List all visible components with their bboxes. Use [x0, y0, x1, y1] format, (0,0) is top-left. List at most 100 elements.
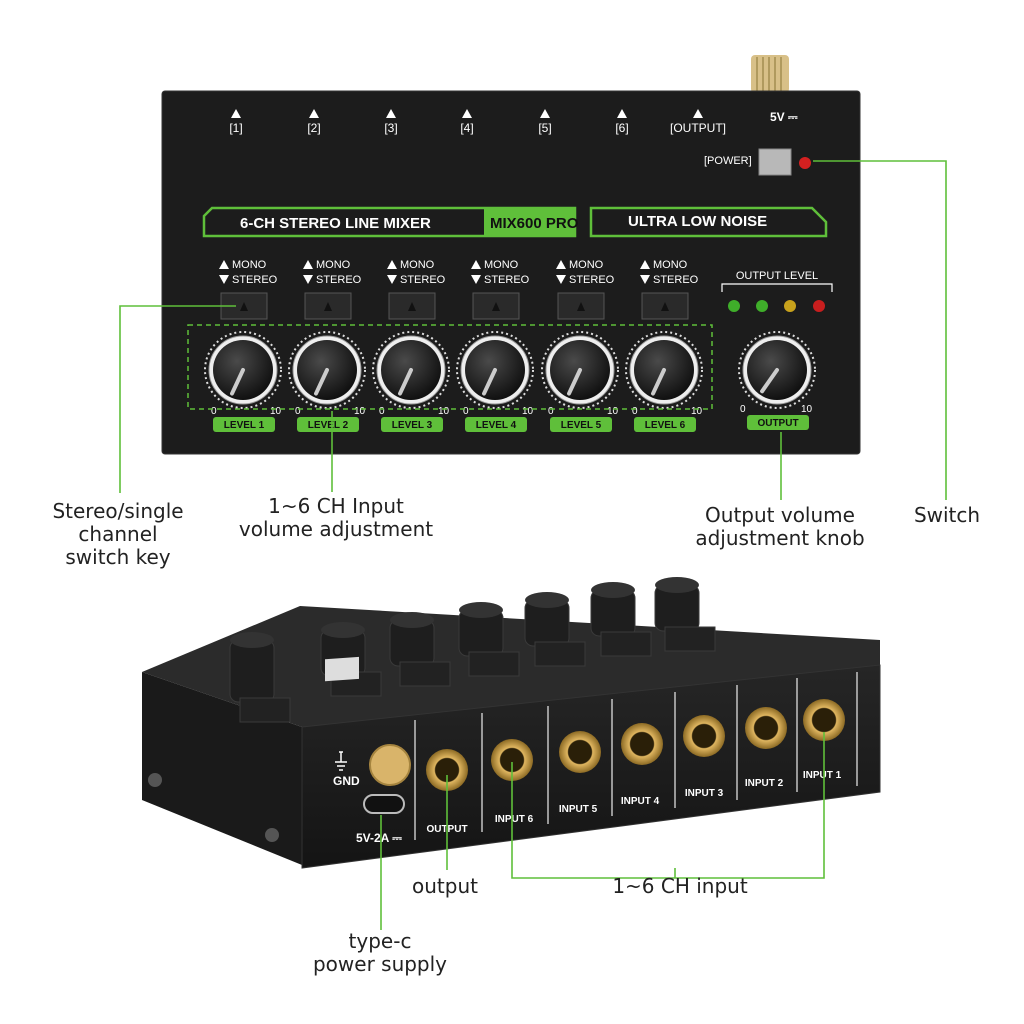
callout-output: output: [412, 874, 478, 898]
gnd-label: GND: [333, 774, 360, 788]
callout-switch: Switch: [913, 503, 981, 527]
jack-label: INPUT 4: [621, 796, 660, 807]
callout-output-volume: Output volume adjustment knob: [695, 503, 865, 550]
scale-max: 10: [691, 406, 703, 417]
audio-jack[interactable]: [621, 723, 663, 765]
down-arrow-icon: [471, 275, 481, 284]
audio-jack[interactable]: [491, 739, 533, 781]
channel-label-badge: [381, 417, 443, 432]
scale-max: 10: [270, 406, 282, 417]
stereo-label: STEREO: [316, 274, 362, 286]
scale-min: 0: [548, 406, 554, 417]
knob-pointer: [398, 368, 413, 396]
port-arrow-icon: [540, 109, 550, 118]
level-led: [756, 300, 768, 312]
jack-label: INPUT 3: [685, 788, 724, 799]
up-arrow-icon: [471, 260, 481, 269]
up-arrow-icon: [303, 260, 313, 269]
stereo-label: STEREO: [569, 274, 615, 286]
channel-label: LEVEL 5: [561, 420, 602, 431]
stereo-label: STEREO: [653, 274, 699, 286]
port-label: [2]: [307, 121, 320, 135]
audio-jack[interactable]: [745, 707, 787, 749]
port-label: [3]: [384, 121, 397, 135]
scale-max: 10: [438, 406, 450, 417]
audio-jack[interactable]: [426, 749, 468, 791]
knob-pointer: [651, 368, 666, 396]
type-c-port[interactable]: [363, 794, 405, 814]
knob-pointer: [760, 368, 779, 394]
power-led: [799, 157, 811, 169]
stereo-label: STEREO: [232, 274, 278, 286]
port-arrow-icon: [231, 109, 241, 118]
knob-pointer: [230, 368, 245, 396]
stereo-label: STEREO: [484, 274, 530, 286]
stereo-label: STEREO: [400, 274, 446, 286]
output-scale-min: 0: [740, 404, 746, 415]
top-knob[interactable]: [229, 639, 275, 703]
channel-label-badge: [550, 417, 612, 432]
banner-left: [202, 206, 577, 238]
up-arrow-icon: [640, 260, 650, 269]
channel-label-badge: [634, 417, 696, 432]
output-scale-max: 10: [801, 404, 813, 415]
level-led: [813, 300, 825, 312]
power-button-top[interactable]: [325, 656, 359, 682]
ground-screw-rear[interactable]: [369, 744, 411, 786]
port-label: [5]: [538, 121, 551, 135]
channel-label: LEVEL 1: [224, 420, 265, 431]
knob-pointer: [567, 368, 582, 396]
port-arrow-icon: [309, 109, 319, 118]
channel-label: LEVEL 2: [308, 420, 349, 431]
port-arrow-icon: [617, 109, 627, 118]
ground-icon: [335, 751, 347, 771]
power-label: [POWER]: [704, 155, 752, 167]
channel-label-badge: [297, 417, 359, 432]
mono-label: MONO: [653, 259, 688, 271]
model-badge: [484, 209, 574, 235]
port-label: [OUTPUT]: [670, 121, 726, 135]
mono-label: MONO: [569, 259, 604, 271]
dc-label: 5V ⎓: [770, 110, 798, 124]
mono-label: MONO: [484, 259, 519, 271]
callout-input-volume: 1~6 CH Input volume adjustment: [238, 494, 434, 541]
audio-jack[interactable]: [803, 699, 845, 741]
port-label: [1]: [229, 121, 242, 135]
audio-jack[interactable]: [559, 731, 601, 773]
port-arrow-icon: [693, 109, 703, 118]
banner-left-text: 6-CH STEREO LINE MIXER: [240, 215, 431, 232]
channel-label: LEVEL 4: [476, 420, 517, 431]
knob-pointer: [482, 368, 497, 396]
down-arrow-icon: [303, 275, 313, 284]
banner-right-text: ULTRA LOW NOISE: [628, 213, 767, 230]
callout-ch-input: 1~6 CH input: [612, 874, 748, 898]
down-arrow-icon: [219, 275, 229, 284]
mono-label: MONO: [316, 259, 351, 271]
down-arrow-icon: [387, 275, 397, 284]
power-button[interactable]: [758, 148, 792, 176]
callout-stereo-switch: Stereo/single channel switch key: [52, 499, 184, 569]
scale-min: 0: [632, 406, 638, 417]
type-c-power-label: 5V-2A ⎓: [356, 831, 402, 845]
audio-jack[interactable]: [683, 715, 725, 757]
jack-label: INPUT 1: [803, 770, 842, 781]
output-label-badge: [747, 415, 809, 430]
jack-label: INPUT 2: [745, 778, 784, 789]
top-panel: [1][2][3][4][5][6][OUTPUT] 5V ⎓ [POWER] …: [161, 55, 861, 455]
scale-min: 0: [211, 406, 217, 417]
up-arrow-icon: [387, 260, 397, 269]
level-led: [784, 300, 796, 312]
scale-min: 0: [379, 406, 385, 417]
output-level-label: OUTPUT LEVEL: [736, 270, 818, 282]
knob-pointer: [314, 368, 329, 396]
down-arrow-icon: [640, 275, 650, 284]
channel-label-badge: [213, 417, 275, 432]
